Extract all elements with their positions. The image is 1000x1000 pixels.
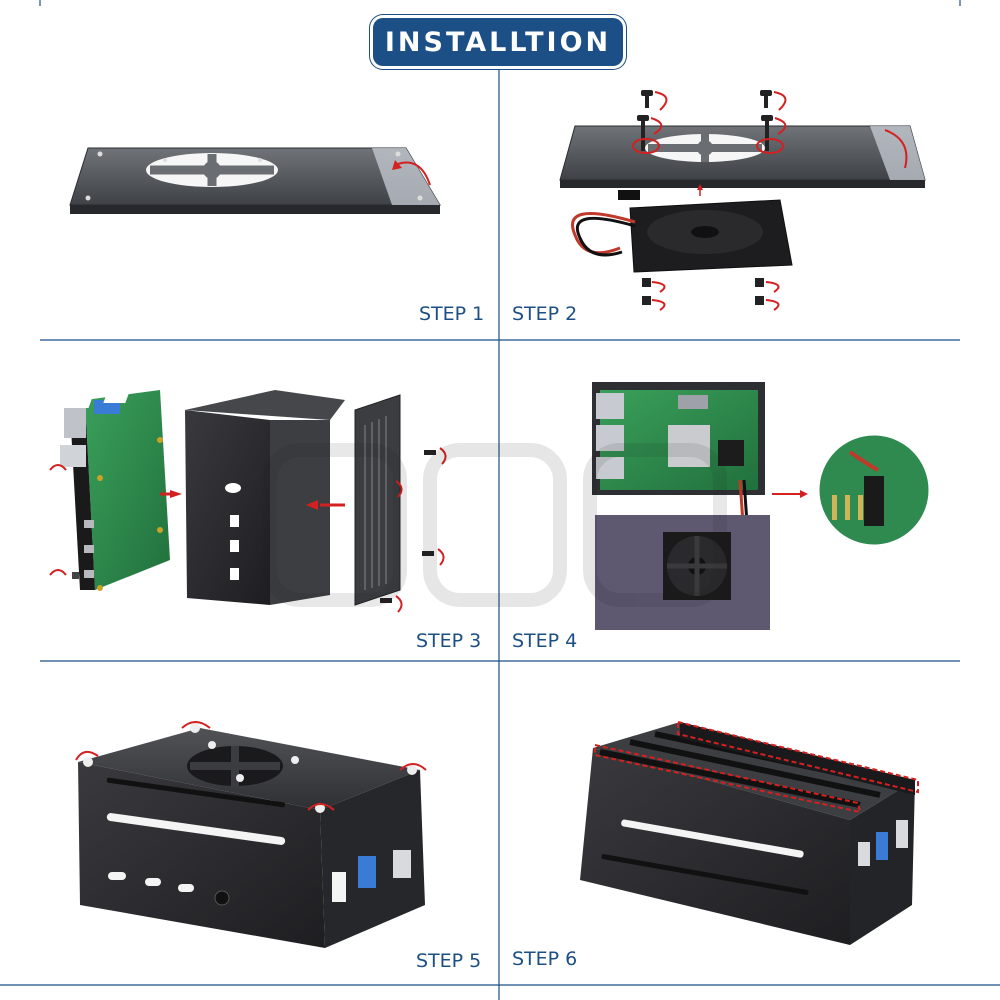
step3-illustration xyxy=(49,390,447,613)
rotate-arrow-icon xyxy=(394,161,431,186)
step1-illustration xyxy=(69,147,441,214)
step-5-label: STEP 5 xyxy=(416,950,482,972)
page-title: INSTALLTION xyxy=(384,26,612,58)
watermark-logo xyxy=(263,443,727,607)
installation-title-badge: INSTALLTION xyxy=(373,18,623,66)
fan-icon xyxy=(629,199,793,273)
step-1-label: STEP 1 xyxy=(419,303,485,325)
step-4-label: STEP 4 xyxy=(512,630,578,652)
step-2-label: STEP 2 xyxy=(512,303,578,325)
step2-illustration xyxy=(559,90,926,311)
screw-icon xyxy=(637,90,773,151)
step-3-label: STEP 3 xyxy=(416,630,482,652)
step4-illustration xyxy=(592,382,932,630)
step6-illustration xyxy=(580,720,919,945)
step5-illustration xyxy=(75,721,427,948)
step-6-label: STEP 6 xyxy=(512,948,578,970)
